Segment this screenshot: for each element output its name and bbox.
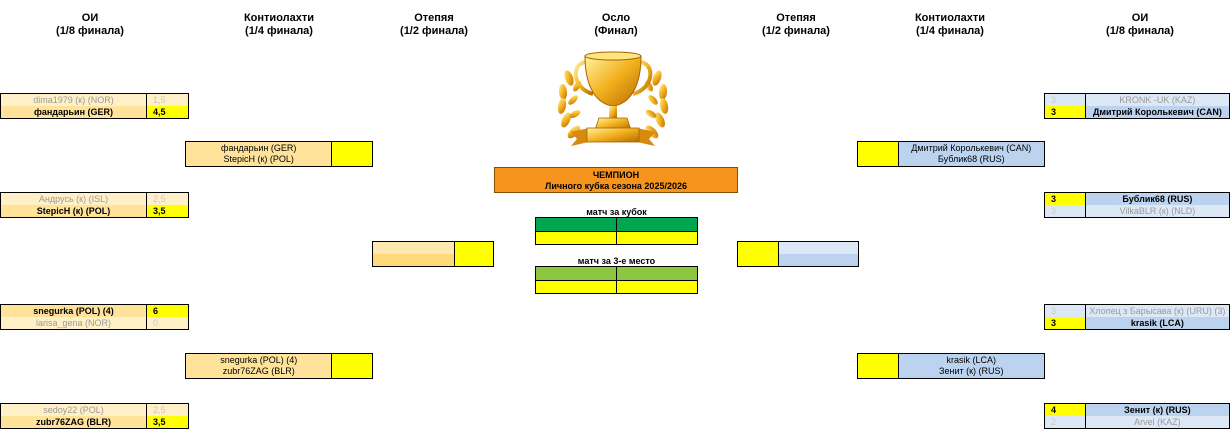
header-final: Осло (Финал) xyxy=(594,12,638,37)
player-name: StepicH (к) (POL) xyxy=(36,206,111,216)
score: 3 xyxy=(1045,305,1085,317)
score: 1,5 xyxy=(147,94,188,106)
header-sf-right: Отепяя (1/2 финала) xyxy=(762,12,830,37)
score: 4,5 xyxy=(153,107,166,117)
header-qf-right: Контиолахти (1/4 финала) xyxy=(914,12,986,37)
player-name: krasik (LCA) xyxy=(946,355,997,365)
match-right-r16-2: 3 3 Бублик68 (RUS) VilkaBLR (к) (NLD) xyxy=(1044,192,1230,218)
match-left-r16-4: sedoy22 (POL) zubr76ZAG (BLR) 2,5 3,5 xyxy=(0,403,189,429)
player-name: Бублик68 (RUS) xyxy=(937,154,1005,164)
player-name: Андрусь (к) (ISL) xyxy=(1,193,146,205)
player-name: Дмитрий Королькевич (CAN) xyxy=(911,143,1032,153)
third-score xyxy=(536,281,616,293)
match-right-r16-3: 3 3 Хлопец з Барысава (к) (URU) (3) kras… xyxy=(1044,304,1230,330)
score: 3,5 xyxy=(153,206,166,216)
third-score xyxy=(616,281,697,293)
score-cell xyxy=(331,354,372,378)
semi-names xyxy=(373,242,454,266)
player-name: snegurka (POL) (4) xyxy=(220,355,298,365)
player-name: Зенит (к) (RUS) xyxy=(939,366,1004,376)
match-right-qf-2: krasik (LCA) Зенит (к) (RUS) xyxy=(857,353,1045,379)
score-cell xyxy=(331,142,372,166)
header-r16-left: ОИ (1/8 финала) xyxy=(56,12,124,37)
header-r16-right: ОИ (1/8 финала) xyxy=(1106,12,1174,37)
champion-subtitle: Личного кубка сезона 2025/2026 xyxy=(545,181,687,191)
semi-slot-2 xyxy=(779,254,858,266)
match-left-sf xyxy=(372,241,494,267)
champion-title: ЧЕМПИОН xyxy=(592,170,640,180)
player-name: snegurka (POL) (4) xyxy=(33,306,114,316)
score: 3 xyxy=(1045,205,1085,217)
score-cell xyxy=(858,142,899,166)
player-name: VilkaBLR (к) (NLD) xyxy=(1085,205,1229,217)
player-name: фандарьин (GER) xyxy=(33,107,114,117)
final-match-box xyxy=(535,217,698,245)
champion-box: ЧЕМПИОН Личного кубка сезона 2025/2026 xyxy=(494,167,738,193)
player-name: фандарьин (GER) xyxy=(221,143,297,153)
match-left-r16-2: Андрусь (к) (ISL) StepicH (к) (POL) 2,5 … xyxy=(0,192,189,218)
player-name: sedoy22 (POL) xyxy=(1,404,146,416)
score: 2,5 xyxy=(147,404,188,416)
header-sf-left: Отепяя (1/2 финала) xyxy=(400,12,468,37)
player-name: dima1979 (к) (NOR) xyxy=(1,94,146,106)
player-name: Arvel (KAZ) xyxy=(1085,416,1229,428)
score: 3,5 xyxy=(153,417,166,427)
semi-names xyxy=(779,242,858,266)
final-slot xyxy=(536,218,616,231)
player-name: Зенит (к) (RUS) xyxy=(1124,405,1191,415)
final-score xyxy=(536,232,616,244)
score: 2 xyxy=(1045,416,1085,428)
semi-slot-2 xyxy=(373,254,454,266)
player-name: KRONK -UK (KAZ) xyxy=(1085,94,1229,106)
match-left-qf-1: фандарьин (GER) StepicH (к) (POL) xyxy=(185,141,373,167)
final-match-label: матч за кубок xyxy=(586,207,647,217)
final-slot xyxy=(616,218,697,231)
final-row-1 xyxy=(536,218,697,231)
player-name: krasik (LCA) xyxy=(1130,318,1184,328)
third-match-label: матч за 3-е место xyxy=(577,256,656,266)
final-score xyxy=(616,232,697,244)
third-slot xyxy=(536,267,616,280)
third-slot xyxy=(616,267,697,280)
score: 3 xyxy=(1051,318,1057,328)
match-right-r16-1: 3 3 KRONK -UK (KAZ) Дмитрий Королькевич … xyxy=(1044,93,1230,119)
player-name: zubr76ZAG (BLR) xyxy=(36,417,111,427)
player-name: Дмитрий Королькевич (CAN) xyxy=(1092,107,1222,117)
match-right-r16-4: 4 2 Зенит (к) (RUS) Arvel (KAZ) xyxy=(1044,403,1230,429)
player-name: zubr76ZAG (BLR) xyxy=(222,366,295,376)
score-cell xyxy=(738,242,780,266)
match-right-qf-1: Дмитрий Королькевич (CAN) Бублик68 (RUS) xyxy=(857,141,1045,167)
header-qf-left: Контиолахти (1/4 финала) xyxy=(243,12,315,37)
semi-slot-1 xyxy=(373,242,454,254)
player-name: Хлопец з Барысава (к) (URU) (3) xyxy=(1085,305,1229,317)
final-row-2 xyxy=(536,231,697,244)
match-left-qf-2: snegurka (POL) (4) zubr76ZAG (BLR) xyxy=(185,353,373,379)
third-row-2 xyxy=(536,280,697,293)
semi-slot-1 xyxy=(779,242,858,254)
match-right-sf xyxy=(737,241,859,267)
score: 6 xyxy=(153,306,159,316)
score: 3 xyxy=(1045,94,1085,106)
third-match-box xyxy=(535,266,698,294)
match-left-r16-3: snegurka (POL) (4) larisa_gena (NOR) 6 0 xyxy=(0,304,189,330)
player-name: Бублик68 (RUS) xyxy=(1122,194,1193,204)
score: 3 xyxy=(1051,194,1057,204)
score: 4 xyxy=(1051,405,1057,415)
score-cell xyxy=(453,242,493,266)
player-name: StepicH (к) (POL) xyxy=(223,154,294,164)
player-name: larisa_gena (NOR) xyxy=(1,317,146,329)
score: 3 xyxy=(1051,107,1057,117)
trophy-icon xyxy=(557,51,669,146)
match-left-r16-1: dima1979 (к) (NOR) фандарьин (GER) 1,5 4… xyxy=(0,93,189,119)
score: 2,5 xyxy=(147,193,188,205)
score: 0 xyxy=(147,317,188,329)
third-row-1 xyxy=(536,267,697,280)
score-cell xyxy=(858,354,899,378)
